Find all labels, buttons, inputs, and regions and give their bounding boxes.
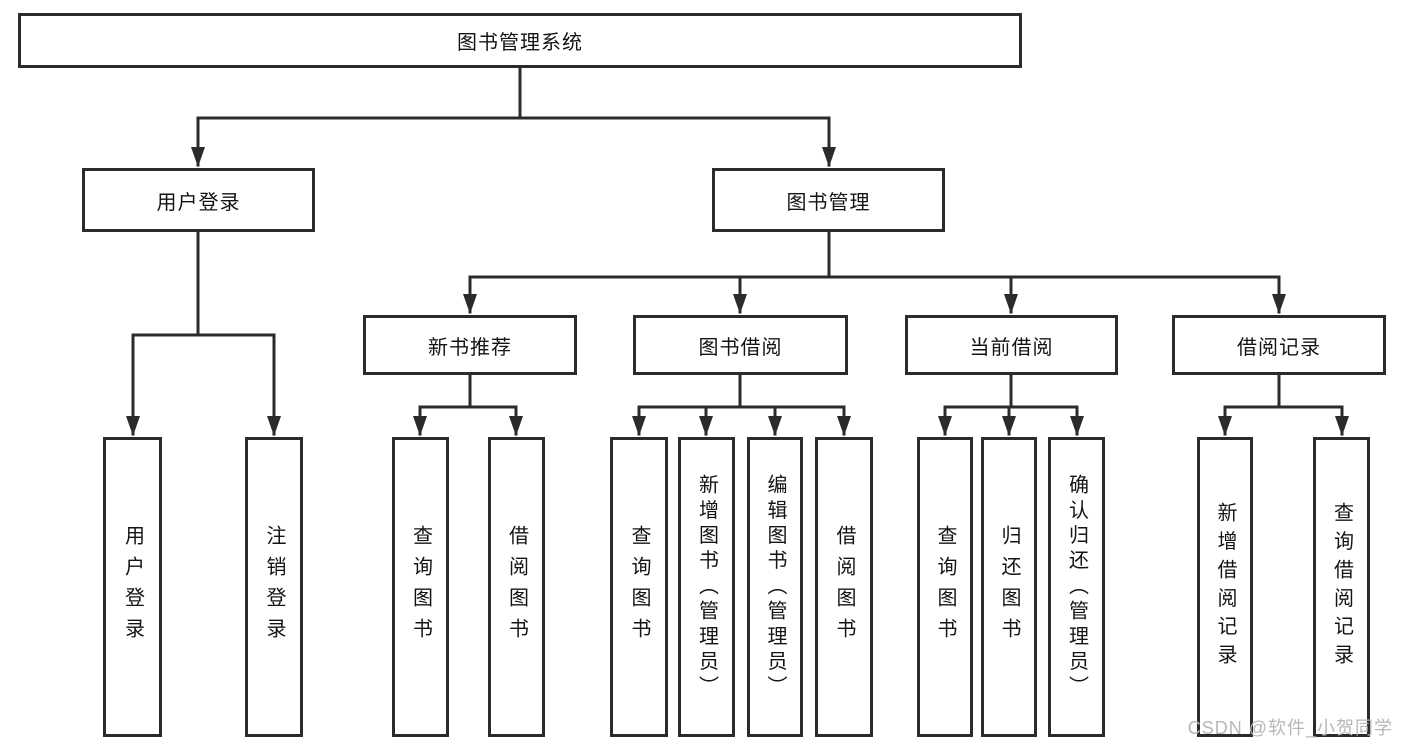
node-book-borrowing: 图书借阅: [633, 315, 848, 375]
node-label: 归还图书: [998, 525, 1020, 649]
leaf-logout: 注销登录: [245, 437, 303, 737]
leaf-records-query-record: 查询借阅记录: [1313, 437, 1370, 737]
node-label: 新增借阅记录: [1214, 501, 1236, 673]
node-label: 借阅记录: [1237, 336, 1321, 359]
node-label: 查询图书: [628, 525, 650, 649]
node-label: 用户登录: [121, 525, 144, 649]
node-current-borrowing: 当前借阅: [905, 315, 1118, 375]
node-label: 用户登录: [156, 191, 241, 214]
node-label: 查询借阅记录: [1330, 501, 1353, 673]
leaf-current-confirm-return-admin: 确认归还（管理员）: [1048, 437, 1105, 737]
node-label: 编辑图书（管理员）: [764, 473, 786, 701]
node-label: 新书推荐: [428, 336, 512, 359]
node-new-book-recommend: 新书推荐: [363, 315, 577, 375]
node-label: 新增图书（管理员）: [695, 473, 718, 701]
node-label: 图书管理: [786, 191, 871, 214]
leaf-borrow-add-books-admin: 新增图书（管理员）: [678, 437, 735, 737]
node-label: 查询图书: [934, 525, 956, 649]
node-root-library-system: 图书管理系统: [18, 13, 1022, 68]
node-label: 借阅图书: [505, 525, 528, 649]
node-book-management-branch: 图书管理: [712, 168, 945, 232]
node-label: 借阅图书: [833, 525, 855, 649]
leaf-newbook-query-books: 查询图书: [392, 437, 449, 737]
leaf-borrow-query-books: 查询图书: [610, 437, 668, 737]
node-label: 图书管理系统: [457, 32, 583, 54]
leaf-borrow-borrow-books: 借阅图书: [815, 437, 873, 737]
leaf-current-return-books: 归还图书: [981, 437, 1037, 737]
leaf-user-login: 用户登录: [103, 437, 162, 737]
node-label: 图书借阅: [698, 336, 783, 359]
leaf-records-add-record: 新增借阅记录: [1197, 437, 1253, 737]
csdn-watermark: CSDN @软件_小贺同学: [1187, 718, 1393, 738]
leaf-current-query-books: 查询图书: [917, 437, 973, 737]
leaf-newbook-borrow-books: 借阅图书: [488, 437, 545, 737]
leaf-borrow-edit-books-admin: 编辑图书（管理员）: [747, 437, 803, 737]
node-label: 确认归还（管理员）: [1065, 473, 1088, 701]
node-label: 注销登录: [263, 525, 285, 649]
node-borrowing-records: 借阅记录: [1172, 315, 1386, 375]
node-user-login-branch: 用户登录: [82, 168, 315, 232]
node-label: 查询图书: [409, 525, 432, 649]
node-label: 当前借阅: [969, 336, 1054, 359]
